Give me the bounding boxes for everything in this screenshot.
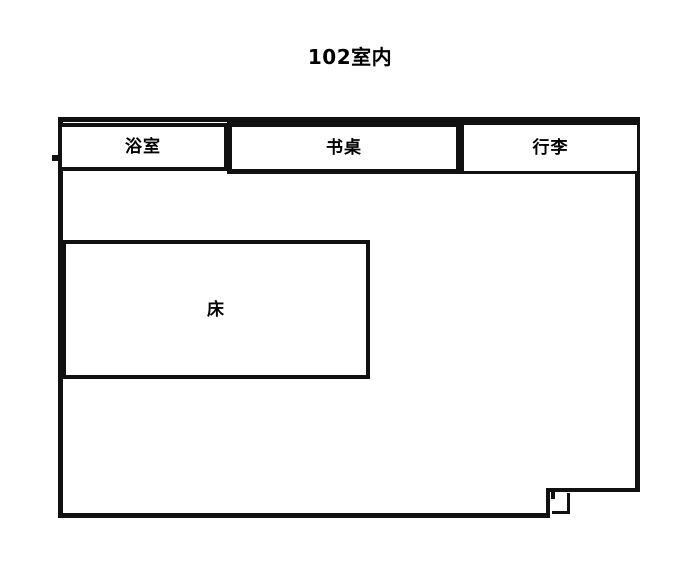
page-title: 102室内: [307, 45, 393, 69]
fixture-bathroom-label: 浴室: [125, 137, 161, 157]
fixture-luggage[interactable]: 行李: [461, 122, 640, 174]
fixture-desk-label: 书桌: [326, 138, 362, 158]
fixture-luggage-label: 行李: [532, 138, 569, 158]
fixture-bathroom[interactable]: 浴室: [58, 123, 228, 171]
fixture-bed-label: 床: [207, 299, 225, 320]
fixture-bed[interactable]: 床: [62, 240, 370, 379]
entry-door-hinge-icon: [551, 492, 555, 499]
entry-door-icon: [552, 493, 570, 514]
fixture-desk[interactable]: 书桌: [227, 122, 461, 174]
